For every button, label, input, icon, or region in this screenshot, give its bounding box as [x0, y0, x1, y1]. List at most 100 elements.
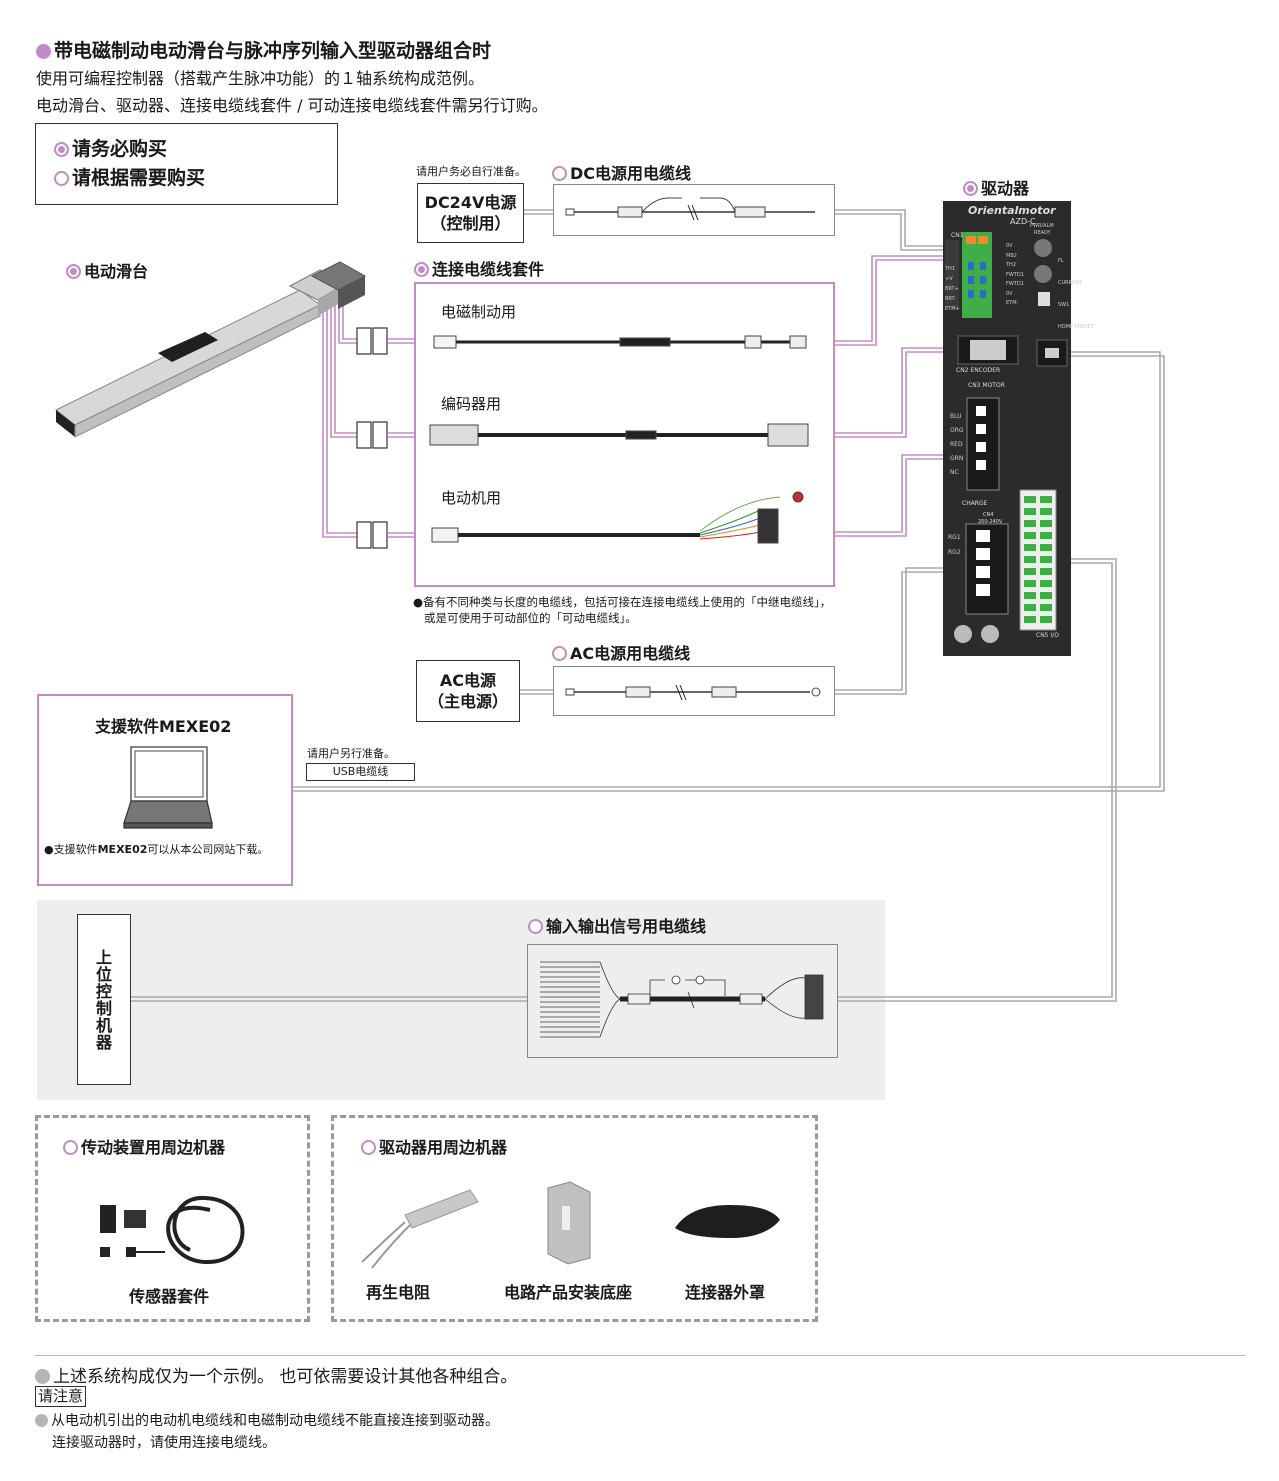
legend-optional-buy: 请根据需要购买	[54, 163, 205, 190]
laptop-drawing	[123, 746, 213, 829]
usb-cable-box: USB电缆线	[306, 763, 415, 781]
mounting-plate-drawing	[547, 1181, 591, 1265]
dc-power-note: 请用户务必自行准备。	[416, 165, 526, 178]
bullseye-dot-icon	[66, 264, 81, 279]
bullseye-dot-icon	[963, 181, 978, 196]
host-controller-box: 上位控制机器	[77, 914, 131, 1085]
driver-cn1: CN1	[951, 232, 964, 239]
cable-kit-note-2: 或是可使用于可动部位的「可动电缆线」。	[424, 611, 637, 625]
footer-line-1: 上述系统构成仅为一个示例。 也可依需要设计其他各种组合。	[35, 1362, 517, 1387]
slider-to-kit-lines	[322, 298, 415, 538]
ac-cable-label: AC电源用电缆线	[552, 640, 690, 664]
mounting-plate-label: 电路产品安装底座	[504, 1283, 633, 1302]
motor-cable-drawing	[431, 491, 804, 544]
io-line	[131, 558, 1117, 1002]
footer-line-2: 从电动机引出的电动机电缆线和电磁制动电缆线不能直接连接到驱动器。	[35, 1410, 499, 1430]
actuator-peripherals-box	[35, 1115, 310, 1322]
bullseye-dot-icon	[54, 142, 69, 157]
dc-power-line	[524, 209, 945, 251]
driver-cn3: CN3 MOTOR	[968, 382, 1005, 389]
kit-item-encoder: 编码器用	[441, 395, 502, 413]
connector-cover-label: 连接器外罩	[685, 1283, 766, 1302]
usb-note: 请用户另行准备。	[307, 747, 395, 760]
driver-rg2: RG2	[948, 549, 961, 556]
driver-ready-label: READY	[1034, 230, 1051, 236]
regen-resistor-drawing	[361, 1189, 479, 1269]
caution-tag: 请注意	[35, 1386, 87, 1407]
kit-item-brake: 电磁制动用	[441, 303, 517, 321]
cable-kit-label: 连接电缆线套件	[414, 256, 544, 280]
intro-line-2: 电动滑台、驱动器、连接电缆线套件 / 可动连接电缆线套件需另行订购。	[36, 96, 548, 115]
brake-cable-drawing	[433, 335, 807, 349]
slider-label: 电动滑台	[66, 258, 148, 282]
host-controller-label: 上位控制机器	[95, 948, 112, 1052]
driver-charge: CHARGE	[962, 500, 988, 507]
dc-box-line-2: （控制用）	[430, 214, 511, 233]
slider-connector-blocks	[356, 327, 388, 549]
gray-dot-icon	[35, 1414, 48, 1427]
ring-dot-icon	[552, 646, 567, 661]
driver-drawing	[943, 201, 1071, 656]
software-title: 支援软件MEXE02	[95, 717, 232, 736]
legend-box: 请务必购买 请根据需要购买	[35, 123, 338, 205]
gray-dot-icon	[35, 1369, 50, 1384]
sensor-kit-drawing	[100, 1195, 245, 1265]
legend-must-buy: 请务必购买	[54, 134, 167, 161]
cn5-terminals	[1024, 496, 1052, 623]
driver-rg1: RG1	[948, 534, 961, 541]
ac-cable-drawing	[565, 684, 821, 701]
kit-item-motor: 电动机用	[441, 489, 502, 507]
driver-cn2: CN2 ENCODER	[956, 367, 1001, 374]
driver-pwr-label: PWR/ALM	[1030, 223, 1054, 229]
ring-dot-icon	[54, 171, 69, 186]
driver-brand: Orientalmotor	[968, 204, 1056, 217]
dc24v-power-box: DC24V电源 （控制用）	[417, 183, 524, 243]
footer-divider	[35, 1355, 1246, 1356]
driver-model: AZD-C	[1010, 217, 1036, 226]
regen-resistor-label: 再生电阻	[366, 1283, 431, 1302]
filled-dot-icon	[36, 44, 51, 59]
ac-box-line-1: AC电源	[439, 671, 497, 690]
dc-cable-box	[553, 184, 835, 236]
usb-line	[293, 351, 1165, 792]
io-cable-label: 输入输出信号用电缆线	[528, 913, 706, 937]
io-cable-box	[527, 944, 838, 1058]
sensor-kit-label: 传感器套件	[129, 1287, 210, 1306]
actuator-peripherals-title: 传动装置用周边机器	[63, 1134, 225, 1158]
bullseye-dot-icon	[414, 262, 429, 277]
driver-label: 驱动器	[963, 175, 1029, 199]
driver-peripherals-box	[331, 1115, 818, 1322]
connector-cover-drawing	[675, 1205, 780, 1238]
dc-cable-label: DC电源用电缆线	[552, 160, 691, 184]
dc-box-line-1: DC24V电源	[424, 193, 517, 212]
cable-kit-note-1: ●备有不同种类与长度的电缆线，包括可接在连接电缆线上使用的「中继电缆线」，	[413, 595, 832, 609]
dc-cable-drawing	[565, 197, 815, 221]
footer-line-3: 连接驱动器时，请使用连接电缆线。	[52, 1435, 276, 1451]
ac-power-box: AC电源 （主电源）	[416, 660, 520, 722]
software-box	[37, 694, 293, 886]
kit-to-driver-lines	[835, 255, 975, 537]
ring-dot-icon	[361, 1140, 376, 1155]
ring-dot-icon	[528, 919, 543, 934]
ring-dot-icon	[552, 166, 567, 181]
io-cable-drawing	[540, 961, 824, 1038]
driver-cn4-voltage: 200-240V	[978, 519, 1003, 525]
cable-kit-box	[414, 282, 835, 587]
ac-power-line	[520, 567, 945, 695]
electric-slider-drawing	[55, 261, 367, 438]
page-title: 带电磁制动电动滑台与脉冲序列输入型驱动器组合时	[36, 36, 491, 63]
ac-cable-box	[553, 666, 835, 716]
encoder-cable-drawing	[429, 423, 809, 447]
intro-line-1: 使用可编程控制器（搭载产生脉冲功能）的１轴系统构成范例。	[36, 69, 485, 88]
ring-dot-icon	[63, 1140, 78, 1155]
ac-box-line-2: （主电源）	[427, 692, 508, 711]
driver-cn4: CN4	[983, 512, 994, 518]
driver-cn5: CN5 I/O	[1036, 632, 1059, 639]
software-note: ●支援软件MEXE02可以从本公司网站下载。	[44, 843, 269, 856]
driver-peripherals-title: 驱动器用周边机器	[361, 1134, 507, 1158]
